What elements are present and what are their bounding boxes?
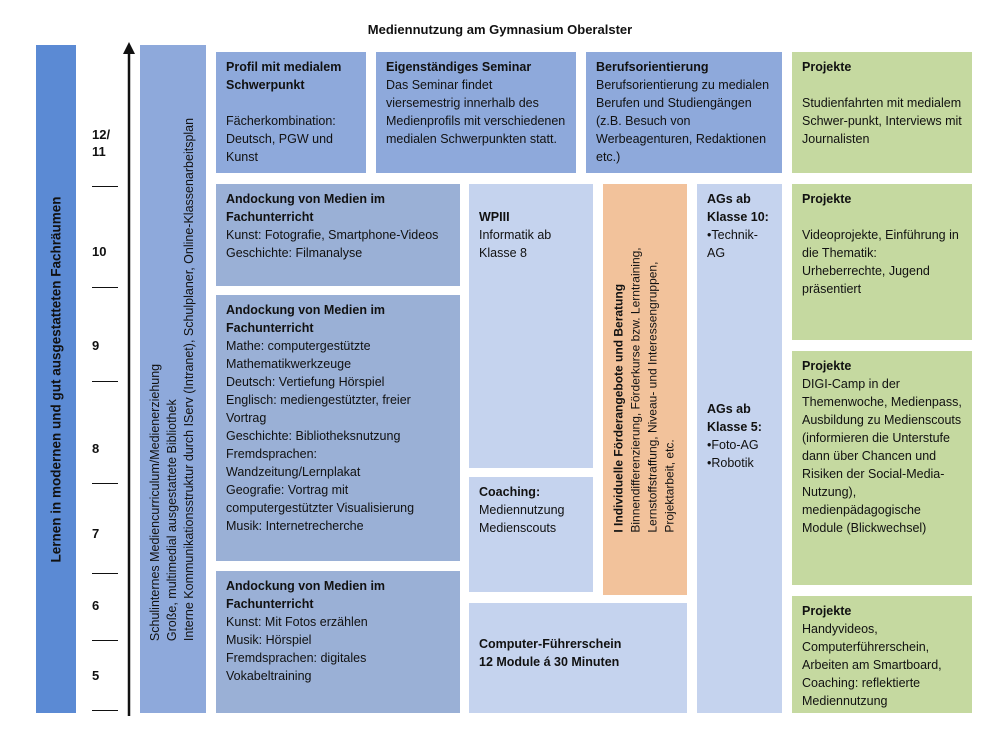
grade-tick	[92, 573, 118, 574]
ags-5-item: •Foto-AG	[707, 438, 759, 452]
grade-12-11: 12/ 11	[92, 127, 111, 159]
infrastructure-line-2: Große, multimedial ausgestattete Bibliot…	[165, 398, 180, 641]
andockung-box-10: Andockung von Medien im Fachunterricht K…	[216, 184, 460, 286]
andockung-line: Geschichte: Filmanalyse	[226, 246, 363, 260]
ags-10-heading: AGs ab Klasse 10:	[707, 192, 769, 224]
grade-9: 9	[92, 338, 100, 353]
andockung-line: Deutsch: Vertiefung Hörspiel	[226, 375, 385, 389]
projekte-text: Handyvideos, Computerführerschein, Arbei…	[802, 622, 942, 708]
profil-heading: Profil mit medialem Schwerpunkt	[226, 60, 342, 92]
wpiii-heading: WPIII	[479, 210, 510, 224]
foerder-line: Lernstoffstraffung, Niveau- und Interess…	[646, 261, 660, 533]
diagram-title: Mediennutzung am Gymnasium Oberalster	[367, 22, 633, 37]
projekte-box-10: Projekte Videoprojekte, Einführung in di…	[792, 184, 972, 340]
coaching-text: Mediennutzung Medienscouts	[479, 503, 565, 535]
infrastructure-line-1: Schulinternes Mediencurriculum/Medienerz…	[148, 363, 163, 641]
projekte-box-11-12: Projekte Studienfahrten mit medialem Sch…	[792, 52, 972, 173]
fuehrerschein-heading: Computer-Führerschein	[479, 637, 622, 651]
projekte-box-5-6: Projekte Handyvideos, Computerführersche…	[792, 596, 972, 713]
andockung-line: Musik: Internetrecherche	[226, 519, 364, 533]
grade-arrow	[123, 42, 135, 716]
wpiii-box: WPIII Informatik ab Klasse 8	[469, 184, 593, 468]
foerder-heading: I Individuelle Förderangebote und Beratu…	[612, 283, 626, 533]
projekte-heading: Projekte	[802, 359, 852, 373]
profil-text: Fächerkombination: Deutsch, PGW und Kuns…	[226, 114, 336, 164]
andockung-line: Kunst: Fotografie, Smartphone-Videos	[226, 228, 439, 242]
fuehrerschein-box: Computer-Führerschein 12 Module á 30 Min…	[469, 603, 687, 713]
grade-tick	[92, 186, 118, 187]
grade-tick	[92, 483, 118, 484]
grade-tick	[92, 710, 118, 711]
grade-tick	[92, 287, 118, 288]
andockung-line: Geografie: Vortrag mit computergestützte…	[226, 483, 415, 515]
infrastructure-bar: Schulinternes Mediencurriculum/Medienerz…	[140, 45, 206, 713]
andockung-heading: Andockung von Medien im Fachunterricht	[226, 192, 386, 224]
ags-5-item: •Robotik	[707, 456, 754, 470]
grade-10: 10	[92, 244, 107, 259]
andockung-box-7-9: Andockung von Medien im Fachunterricht M…	[216, 295, 460, 561]
projekte-heading: Projekte	[802, 60, 852, 74]
andockung-heading: Andockung von Medien im Fachunterricht	[226, 579, 386, 611]
ags-box: AGs ab Klasse 10: •Technik-AG AGs ab Kla…	[697, 184, 782, 713]
seminar-heading: Eigenständiges Seminar	[386, 60, 532, 74]
left-bar-text: Lernen in modernen und gut ausgestattete…	[48, 195, 64, 563]
coaching-box: Coaching: Mediennutzung Medienscouts	[469, 477, 593, 592]
projekte-text: Videoprojekte, Einführung in die Themati…	[802, 228, 959, 296]
projekte-text: DIGI-Camp in der Themenwoche, Medienpass…	[802, 377, 962, 535]
profil-box: Profil mit medialem Schwerpunkt Fächerko…	[216, 52, 366, 173]
andockung-line: Mathe: computergestützte Mathematikwerkz…	[226, 339, 371, 371]
andockung-line: Kunst: Mit Fotos erzählen	[226, 615, 368, 629]
coaching-heading: Coaching:	[479, 485, 541, 499]
andockung-box-5-6: Andockung von Medien im Fachunterricht K…	[216, 571, 460, 713]
beruf-text: Berufsorientierung zu medialen Berufen u…	[596, 78, 770, 164]
projekte-heading: Projekte	[802, 604, 852, 618]
grade-tick	[92, 640, 118, 641]
andockung-heading: Andockung von Medien im Fachunterricht	[226, 303, 386, 335]
seminar-text: Das Seminar findet viersemestrig innerha…	[386, 78, 566, 146]
projekte-text: Studienfahrten mit medialem Schwer-punkt…	[802, 96, 962, 146]
andockung-line: Musik: Hörspiel	[226, 633, 312, 647]
beruf-box: Berufsorientierung Berufsorientierung zu…	[586, 52, 782, 173]
grade-5: 5	[92, 668, 100, 683]
grade-6: 6	[92, 598, 100, 613]
seminar-box: Eigenständiges Seminar Das Seminar finde…	[376, 52, 576, 173]
fuehrerschein-text: 12 Module á 30 Minuten	[479, 655, 620, 669]
andockung-line: Fremdsprachen: Wandzeitung/Lernplakat	[226, 447, 361, 479]
grade-7: 7	[92, 526, 100, 541]
ags-5-heading: AGs ab Klasse 5:	[707, 402, 762, 434]
wpiii-text: Informatik ab Klasse 8	[479, 228, 552, 260]
andockung-line: Geschichte: Bibliotheksnutzung	[226, 429, 401, 443]
foerder-box: I Individuelle Förderangebote und Beratu…	[603, 184, 687, 595]
foerder-line: Projektarbeit, etc.	[663, 438, 677, 533]
beruf-heading: Berufsorientierung	[596, 60, 709, 74]
foerder-line: Binnendifferenzierung, Förderkurse bzw. …	[629, 246, 643, 533]
ags-10-item: •Technik-AG	[707, 228, 758, 260]
grade-tick	[92, 381, 118, 382]
projekte-box-7-9: Projekte DIGI-Camp in der Themenwoche, M…	[792, 351, 972, 585]
left-bar: Lernen in modernen und gut ausgestattete…	[36, 45, 76, 713]
andockung-line: Englisch: mediengestützter, freier Vortr…	[226, 393, 411, 425]
grade-8: 8	[92, 441, 100, 456]
projekte-heading: Projekte	[802, 192, 852, 206]
andockung-line: Fremdsprachen: digitales Vokabeltraining	[226, 651, 367, 683]
infrastructure-line-3: Interne Kommunikationsstruktur durch ISe…	[182, 117, 197, 641]
